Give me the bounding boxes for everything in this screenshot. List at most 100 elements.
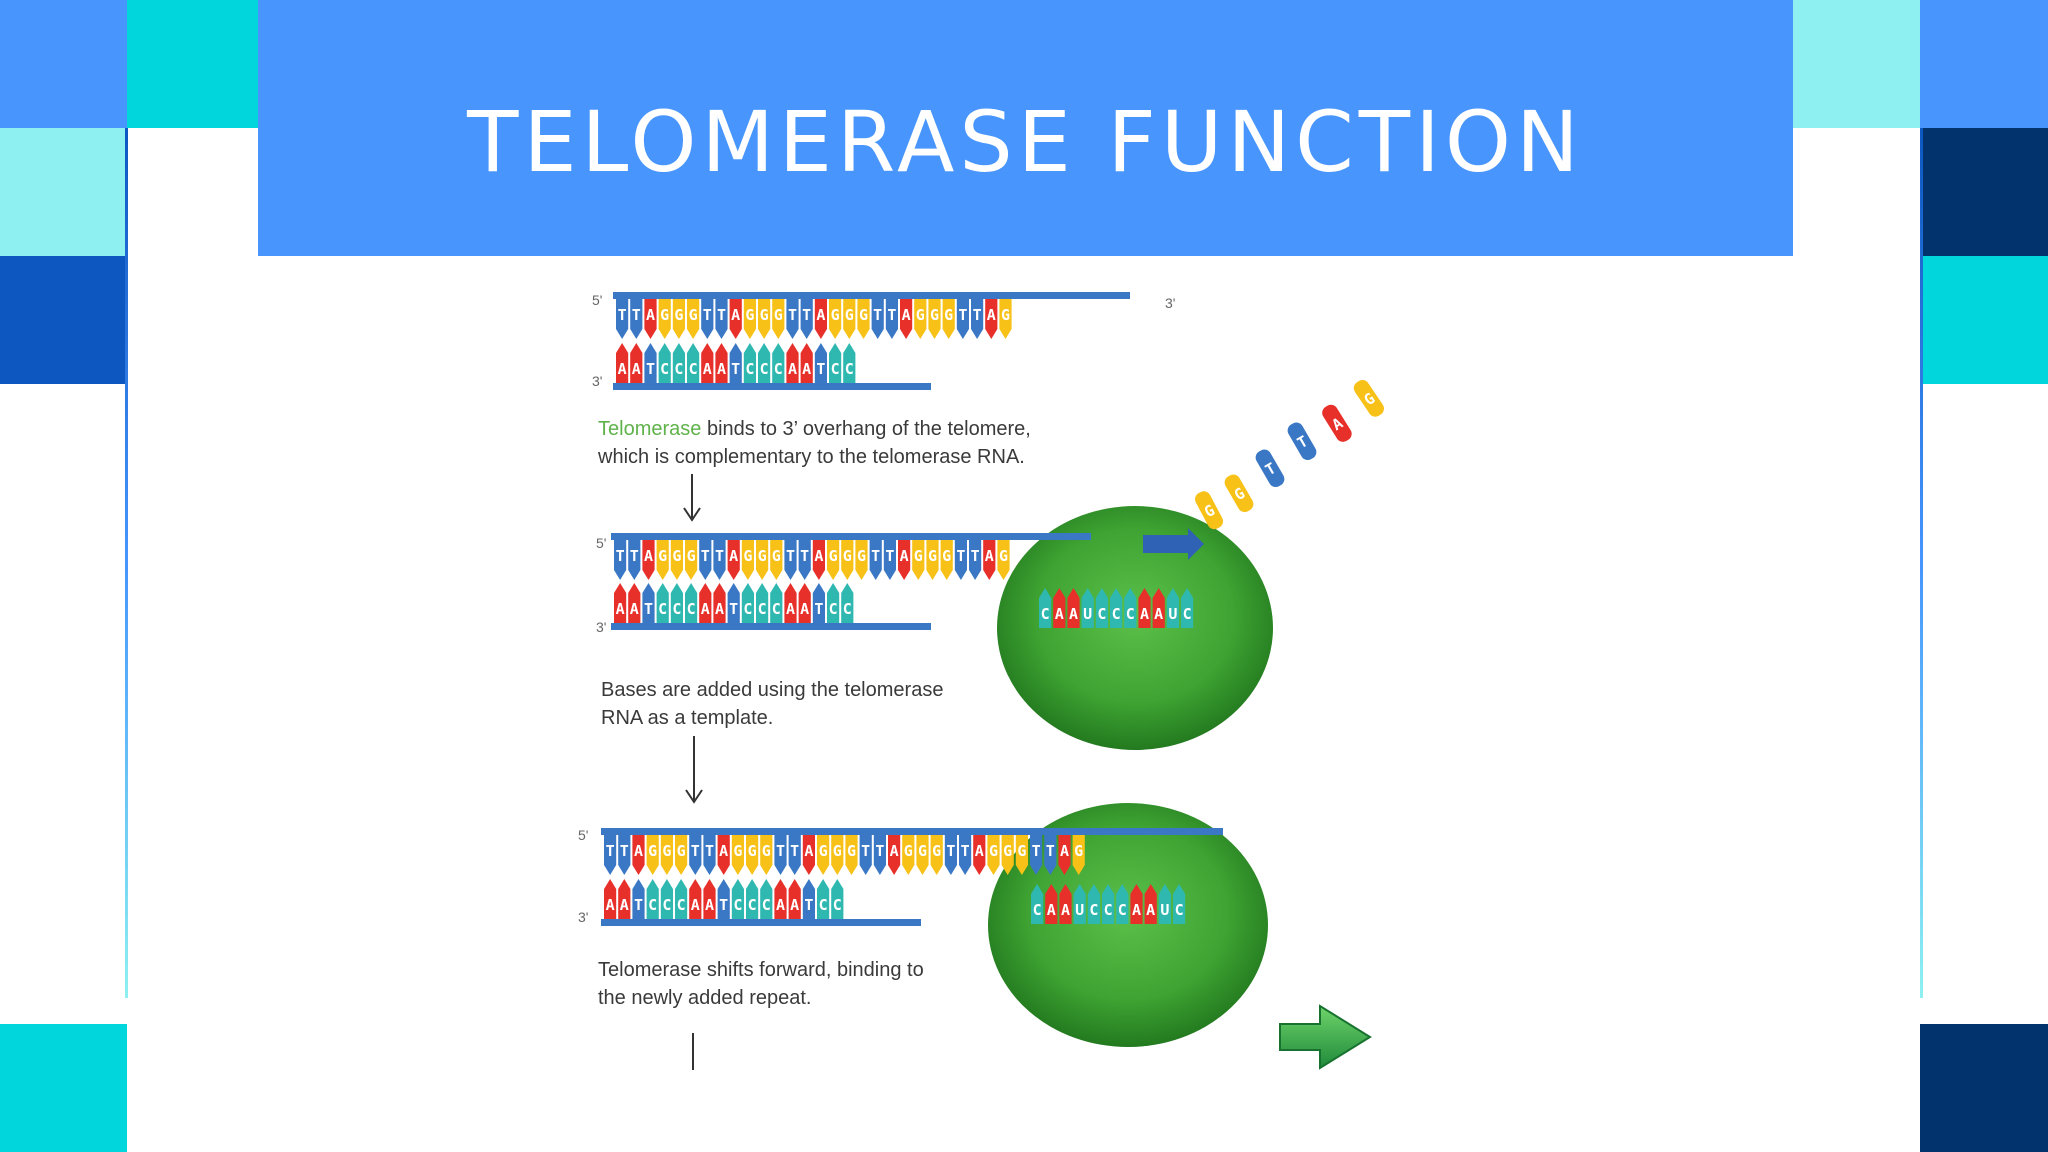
nucleotide-letter: A bbox=[790, 896, 799, 914]
nucleotide-letter: T bbox=[644, 600, 653, 618]
nucleotide-G bbox=[658, 299, 671, 339]
nucleotide-letter: G bbox=[743, 547, 752, 565]
nucleotide-T bbox=[701, 299, 714, 339]
corner-tile bbox=[0, 256, 127, 384]
corner-tile bbox=[0, 0, 127, 128]
nucleotide-letter: C bbox=[772, 600, 781, 618]
nucleotide-A bbox=[628, 583, 641, 623]
nucleotide-letter: C bbox=[845, 360, 854, 378]
nucleotide-T bbox=[703, 835, 716, 875]
nucleotide-G bbox=[687, 299, 700, 339]
nucleotide-letter: A bbox=[802, 360, 811, 378]
nucleotide-C bbox=[731, 879, 744, 919]
right-accent-line bbox=[1920, 128, 1923, 998]
nucleotide-T bbox=[630, 299, 643, 339]
nucleotide-letter: A bbox=[1154, 605, 1163, 623]
nucleotide-A bbox=[727, 540, 740, 580]
nucleotide-A bbox=[784, 583, 797, 623]
three-prime-label: 3' bbox=[592, 373, 602, 389]
nucleotide-C bbox=[675, 879, 688, 919]
step3-caption-line2: the newly added repeat. bbox=[598, 987, 812, 1009]
nucleotide-letter: A bbox=[729, 547, 738, 565]
nucleotide-A bbox=[788, 879, 801, 919]
nucleotide-T bbox=[715, 299, 728, 339]
nucleotide-C bbox=[670, 583, 683, 623]
nucleotide-letter: T bbox=[790, 842, 799, 860]
nucleotide-letter: G bbox=[916, 306, 925, 324]
nucleotide-letter: A bbox=[715, 600, 724, 618]
nucleotide-letter: A bbox=[691, 896, 700, 914]
nucleotide-T bbox=[959, 835, 972, 875]
nucleotide-letter: T bbox=[646, 360, 655, 378]
nucleotide-G bbox=[912, 540, 925, 580]
nucleotide-letter: A bbox=[1060, 842, 1069, 860]
nucleotide-T bbox=[644, 343, 657, 383]
nucleotide-C bbox=[760, 879, 773, 919]
nucleotide-letter: U bbox=[1168, 605, 1177, 623]
nucleotide-T bbox=[873, 835, 886, 875]
nucleotide-U bbox=[1073, 884, 1086, 924]
nucleotide-G bbox=[987, 835, 1000, 875]
nucleotide-G bbox=[675, 835, 688, 875]
nucleotide-letter: G bbox=[674, 306, 683, 324]
free-nucleotide-G: G bbox=[1353, 380, 1384, 417]
nucleotide-letter: C bbox=[1041, 605, 1050, 623]
nucleotide-T bbox=[954, 540, 967, 580]
nucleotide-A bbox=[888, 835, 901, 875]
nucleotide-C bbox=[656, 583, 669, 623]
nucleotide-A bbox=[699, 583, 712, 623]
nucleotide-letter: A bbox=[902, 306, 911, 324]
nucleotide-letter: C bbox=[677, 896, 686, 914]
nucleotide-G bbox=[731, 835, 744, 875]
nucleotide-letter: C bbox=[648, 896, 657, 914]
step2-caption-line2: RNA as a template. bbox=[601, 707, 773, 729]
nucleotide-letter: C bbox=[1104, 901, 1113, 919]
nucleotide-letter: U bbox=[1160, 901, 1169, 919]
nucleotide-letter: A bbox=[701, 600, 710, 618]
nucleotide-letter: G bbox=[859, 306, 868, 324]
nucleotide-A bbox=[1053, 588, 1066, 628]
nucleotide-letter: A bbox=[1140, 605, 1149, 623]
nucleotide-C bbox=[1110, 588, 1123, 628]
nucleotide-letter: T bbox=[873, 306, 882, 324]
nucleotide-T bbox=[628, 540, 641, 580]
nucleotide-A bbox=[800, 343, 813, 383]
nucleotide-letter: G bbox=[689, 306, 698, 324]
nucleotide-letter: C bbox=[762, 896, 771, 914]
nucleotide-G bbox=[829, 299, 842, 339]
nucleotide-letter: C bbox=[1126, 605, 1135, 623]
nucleotide-letter: C bbox=[1118, 901, 1127, 919]
nucleotide-G bbox=[928, 299, 941, 339]
nucleotide-letter: T bbox=[632, 306, 641, 324]
three-prime-label: 3' bbox=[578, 909, 588, 925]
nucleotide-C bbox=[1173, 884, 1186, 924]
dna-backbone bbox=[611, 533, 1091, 540]
nucleotide-letter: T bbox=[616, 547, 625, 565]
nucleotide-letter: T bbox=[703, 306, 712, 324]
nucleotide-letter: T bbox=[871, 547, 880, 565]
nucleotide-G bbox=[660, 835, 673, 875]
nucleotide-letter: A bbox=[1047, 901, 1056, 919]
nucleotide-T bbox=[885, 299, 898, 339]
nucleotide-U bbox=[1158, 884, 1171, 924]
nucleotide-letter: C bbox=[833, 896, 842, 914]
nucleotide-C bbox=[660, 879, 673, 919]
nucleotide-letter: G bbox=[658, 547, 667, 565]
nucleotide-A bbox=[644, 299, 657, 339]
nucleotide-letter: C bbox=[733, 896, 742, 914]
nucleotide-C bbox=[658, 343, 671, 383]
nucleotide-G bbox=[670, 540, 683, 580]
corner-tile bbox=[1793, 0, 1920, 128]
five-prime-label: 5' bbox=[596, 535, 606, 551]
nucleotide-C bbox=[687, 343, 700, 383]
nucleotide-C bbox=[646, 879, 659, 919]
step-arrow bbox=[683, 474, 701, 522]
nucleotide-letter: T bbox=[816, 360, 825, 378]
free-nucleotide-T: T bbox=[1287, 422, 1317, 461]
nucleotide-letter: T bbox=[1032, 842, 1041, 860]
